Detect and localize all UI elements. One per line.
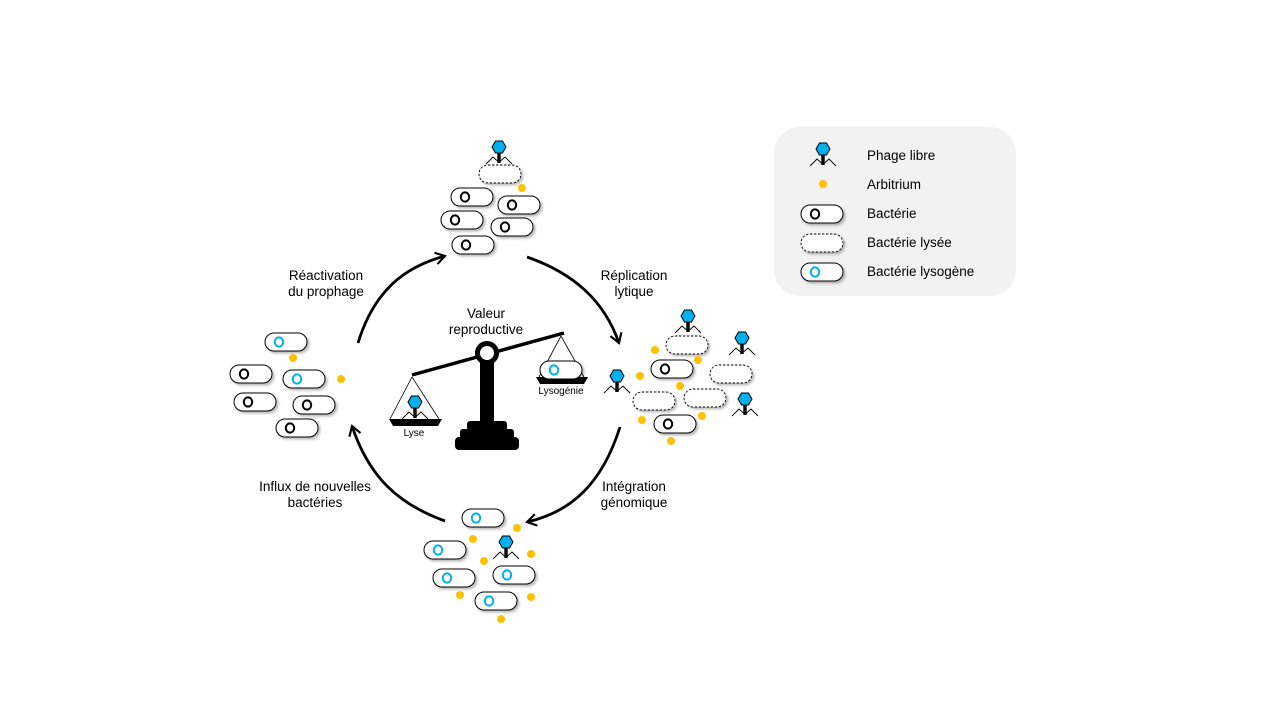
legend-label: Bactérie bbox=[867, 206, 917, 221]
stage-integration-line1: Intégration bbox=[602, 479, 666, 494]
lyse-label: Lyse bbox=[403, 428, 425, 439]
lysogen-bacterium-icon bbox=[462, 509, 504, 527]
lysogenie-bacterium-icon bbox=[540, 361, 582, 379]
legend-item-arbitrium: Arbitrium bbox=[774, 174, 1016, 196]
legend-item-phage-libre: Phage libre bbox=[774, 142, 1016, 167]
scale-title-line1: Valeur bbox=[466, 306, 506, 321]
stage-replication-line1: Réplication bbox=[600, 268, 668, 283]
lysed-bacterium-icon bbox=[633, 392, 675, 410]
right-cluster bbox=[603, 309, 759, 445]
left-pan bbox=[389, 376, 440, 420]
legend-item-bacterie-lysee: Bactérie lysée bbox=[774, 232, 1016, 254]
legend-label: Arbitrium bbox=[867, 177, 922, 192]
stage-integration-line2: génomique bbox=[600, 495, 668, 510]
legend-label: Bactérie lysée bbox=[867, 235, 952, 250]
legend-label: Bactérie lysogène bbox=[867, 264, 975, 279]
bacterium-icon bbox=[452, 236, 494, 254]
scale-title-line2: reproductive bbox=[448, 322, 524, 337]
stage-influx: Influx de nouvelles bactéries bbox=[236, 479, 394, 511]
bacterium-icon bbox=[800, 204, 844, 224]
phage-icon bbox=[674, 309, 702, 334]
top-cluster bbox=[441, 140, 540, 254]
stage-influx-line2: bactéries bbox=[287, 495, 343, 510]
stage-integration: Intégration génomique bbox=[574, 479, 694, 511]
arbitrium-icon bbox=[456, 524, 535, 623]
stage-replication: Réplication lytique bbox=[574, 268, 694, 300]
lysogen-bacterium-icon bbox=[424, 541, 466, 559]
lysed-bacterium-icon bbox=[800, 233, 844, 253]
bacterium-icon bbox=[276, 419, 318, 437]
arrow-replication-to-integration bbox=[525, 426, 622, 527]
phage-icon bbox=[485, 140, 513, 165]
arbitrium-icon bbox=[289, 354, 345, 383]
legend-label: Phage libre bbox=[867, 148, 936, 163]
legend: Phage libre Arbitrium Bactérie Bactérie … bbox=[774, 127, 1016, 296]
scale-title: Valeur reproductive bbox=[406, 306, 566, 338]
left-cluster bbox=[230, 333, 345, 437]
stage-replication-line2: lytique bbox=[614, 284, 654, 299]
bacterium-icon bbox=[651, 360, 693, 378]
lysed-bacterium-icon bbox=[710, 365, 752, 383]
phage-icon bbox=[492, 535, 520, 560]
stage-influx-line1: Influx de nouvelles bbox=[259, 479, 371, 494]
stage-reactivation-line1: Réactivation bbox=[288, 268, 364, 283]
lysogen-bacterium-icon bbox=[433, 569, 475, 587]
phage-icon bbox=[728, 331, 756, 356]
arbitrium-icon bbox=[518, 184, 526, 192]
balance-scale bbox=[389, 331, 588, 450]
stage-reactivation-line2: du prophage bbox=[288, 284, 364, 299]
lyse-phage-icon bbox=[401, 395, 429, 420]
arrow-reactivation-to-top bbox=[356, 251, 447, 344]
bacterium-icon bbox=[293, 396, 335, 414]
phage-icon bbox=[603, 369, 631, 394]
lysed-bacterium-icon bbox=[666, 336, 708, 354]
bacterium-icon bbox=[498, 196, 540, 214]
bacterium-icon bbox=[230, 365, 272, 383]
arrow-influx-to-reactivation bbox=[348, 424, 446, 523]
phage-icon bbox=[731, 392, 759, 417]
lysogen-bacterium-icon bbox=[800, 262, 844, 282]
bacterium-icon bbox=[441, 211, 483, 229]
lysogenie-label: Lysogénie bbox=[538, 386, 584, 397]
lysogen-bacterium-icon bbox=[265, 333, 307, 351]
arrow-top-to-replication bbox=[526, 255, 623, 345]
bacterium-icon bbox=[234, 393, 276, 411]
cycle-arrows bbox=[348, 251, 623, 527]
lysed-bacterium-icon bbox=[479, 165, 521, 183]
lysogen-bacterium-icon bbox=[283, 370, 325, 388]
bottom-cluster bbox=[424, 509, 535, 623]
legend-item-bacterie: Bactérie bbox=[774, 203, 1016, 225]
lysogen-bacterium-icon bbox=[493, 566, 535, 584]
lysogen-bacterium-icon bbox=[475, 592, 517, 610]
arbitrium-icon bbox=[636, 346, 706, 445]
bacterium-icon bbox=[654, 415, 696, 433]
stage-reactivation: Réactivation du prophage bbox=[256, 268, 396, 300]
arbitrium-icon bbox=[819, 180, 827, 188]
bacterium-icon bbox=[451, 188, 493, 206]
lysed-bacterium-icon bbox=[684, 389, 726, 407]
bacterium-icon bbox=[491, 218, 533, 236]
legend-item-bacterie-lysogene: Bactérie lysogène bbox=[774, 261, 1016, 283]
phage-icon bbox=[809, 142, 837, 167]
